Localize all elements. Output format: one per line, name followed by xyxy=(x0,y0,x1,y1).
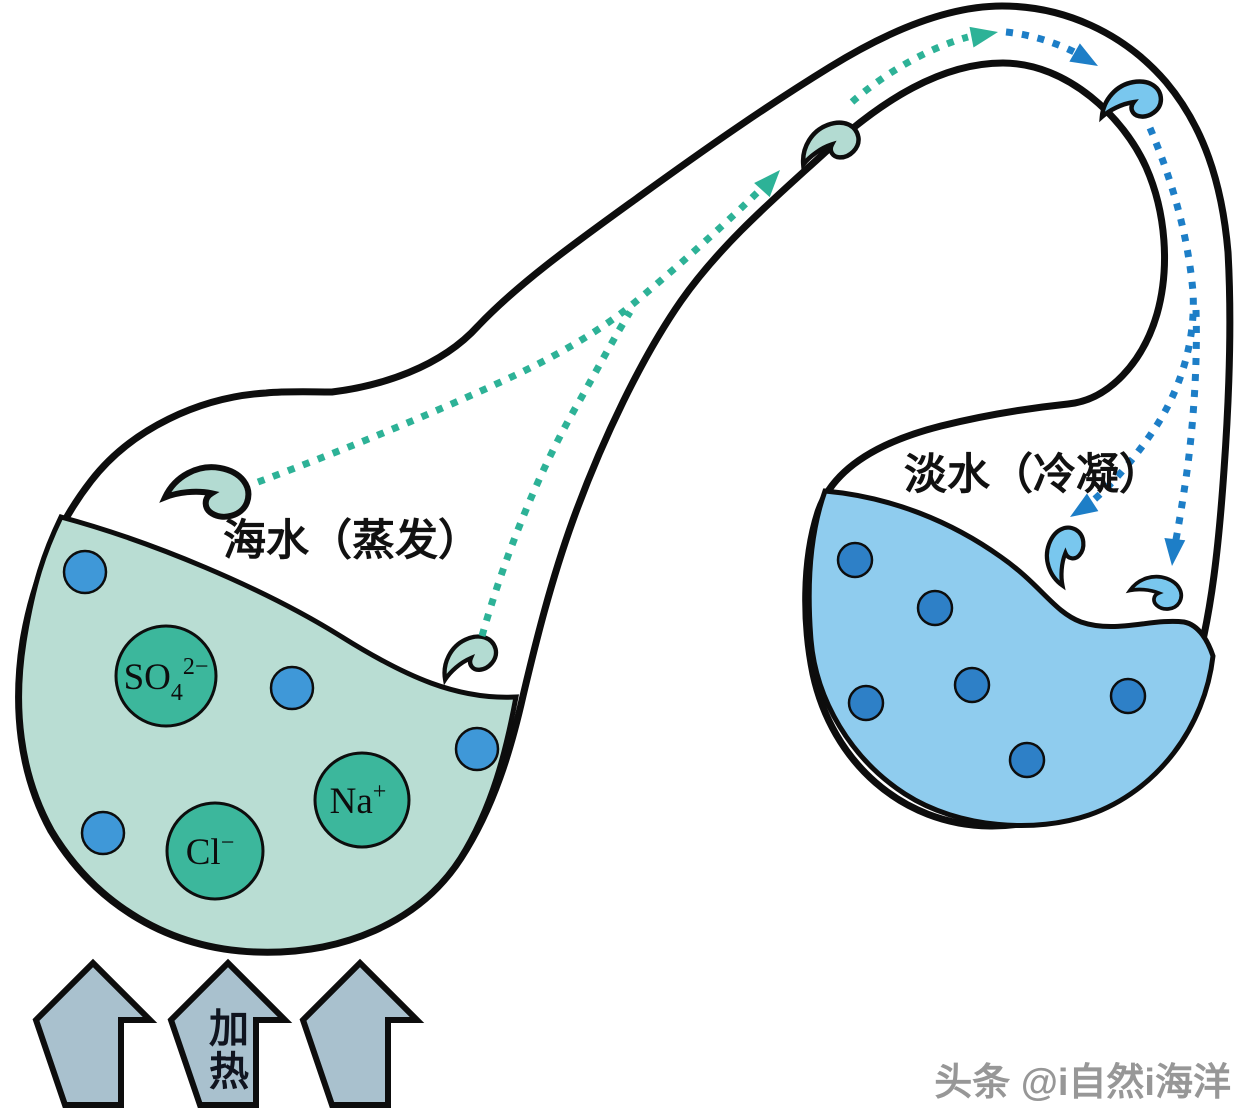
freshwater-dot xyxy=(847,684,885,722)
sodium-ion-label: Na+ xyxy=(330,779,387,822)
condensation-flow-arrows xyxy=(1005,28,1200,551)
chloride-ion: Cl− xyxy=(165,801,265,901)
freshwater-dot xyxy=(1008,741,1046,779)
seawater-salt-dot xyxy=(80,810,126,856)
condensation-path-left xyxy=(1082,126,1197,510)
droplets xyxy=(159,79,1184,686)
heating-label-line1: 加 xyxy=(209,1006,249,1051)
evaporation-flow-arrows xyxy=(256,33,969,637)
seawater-body xyxy=(17,514,520,954)
chloride-ion-label: Cl− xyxy=(186,830,235,873)
seawater-salt-dots xyxy=(62,549,500,856)
heat-arrow-left xyxy=(32,958,158,1108)
evaporation-arrowhead xyxy=(754,170,780,198)
freshwater-label: 淡水（冷凝） xyxy=(904,451,1162,499)
heating-label-line2: 热 xyxy=(209,1049,249,1094)
heat-arrows xyxy=(32,958,425,1108)
condensation-arrowhead xyxy=(1069,43,1098,66)
vapor-droplet xyxy=(800,120,861,171)
freshwater-dot xyxy=(836,541,874,579)
seawater-salt-dot xyxy=(62,549,108,595)
evaporation-path-lower xyxy=(478,310,633,637)
evaporation-path-upper xyxy=(256,179,771,486)
sulfate-ion: SO42− xyxy=(114,624,218,728)
condensed-droplet xyxy=(1099,79,1164,123)
condensation-arrowhead xyxy=(1164,538,1186,566)
vapor-droplet xyxy=(442,634,499,686)
heat-arrow-middle xyxy=(167,958,293,1108)
condensed-droplet xyxy=(1125,574,1184,611)
sodium-ion-circle xyxy=(313,751,411,849)
freshwater-dots xyxy=(836,541,1147,779)
freshwater-dot xyxy=(916,589,954,627)
seawater-salt-dot xyxy=(269,665,315,711)
watermark: 头条 @i自然i海洋 xyxy=(934,1062,1231,1104)
seawater-label: 海水（蒸发） xyxy=(223,517,481,565)
sodium-ion: Na+ xyxy=(313,751,411,849)
condensation-arrowhead xyxy=(1070,493,1099,517)
freshwater-dot xyxy=(1109,677,1147,715)
chloride-ion-circle xyxy=(165,801,265,901)
evaporation-path-tube xyxy=(849,33,969,105)
seawater-salt-dot xyxy=(454,726,500,772)
condensed-droplet xyxy=(1044,525,1086,591)
sulfate-ion-label: SO42− xyxy=(124,654,209,706)
sulfate-ion-circle xyxy=(114,624,218,728)
freshwater-body xyxy=(806,488,1216,828)
freshwater-dot xyxy=(953,666,991,704)
vapor-droplet xyxy=(159,464,252,520)
watermark: 头条 @i自然i海洋 xyxy=(936,1064,1233,1106)
heat-arrow-right xyxy=(299,958,425,1108)
evaporation-arrowhead xyxy=(969,26,998,48)
